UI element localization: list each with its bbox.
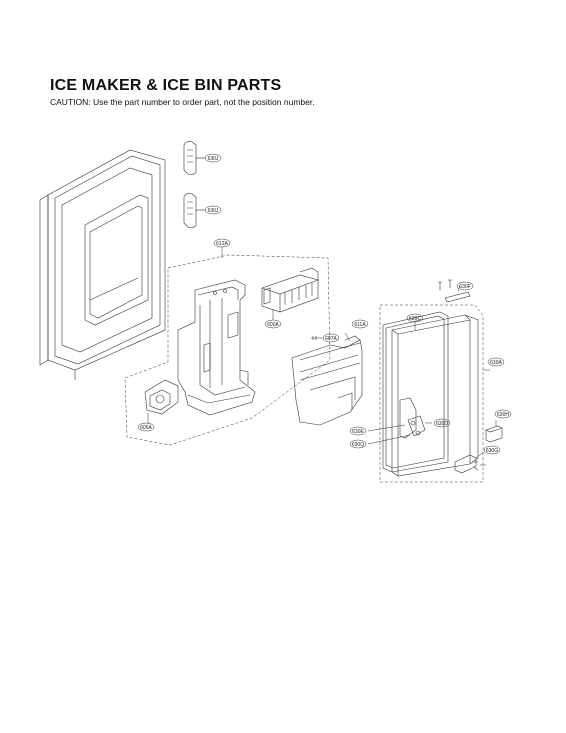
part-607A-screw: [311, 336, 323, 340]
callout-630Q: 630Q: [349, 439, 367, 449]
svg-text:630H: 630H: [497, 412, 509, 418]
callout-606A: 606A: [137, 422, 155, 432]
part-612A-housing: [177, 279, 256, 416]
part-606A: [144, 379, 179, 424]
part-630H: [485, 420, 503, 443]
callout-630A: 630A: [487, 357, 505, 367]
svg-text:630E: 630E: [352, 429, 364, 435]
svg-text:612A: 612A: [216, 241, 228, 247]
part-630A-door: [391, 314, 479, 477]
svg-text:600A: 600A: [267, 322, 279, 328]
part-630J-bottom: [183, 193, 205, 228]
svg-text:607A: 607A: [325, 336, 337, 342]
part-611A-ice-bin: [291, 332, 363, 426]
svg-text:630J: 630J: [208, 208, 219, 214]
callout-630J-top: 630J: [204, 153, 222, 163]
svg-text:606A: 606A: [140, 425, 152, 431]
svg-text:630A: 630A: [490, 360, 502, 366]
part-600A-ice-maker: [261, 267, 319, 320]
callout-630E: 630E: [349, 426, 367, 436]
callout-630C: 630C: [406, 313, 424, 323]
callout-600A: 600A: [264, 319, 282, 329]
svg-text:630C: 630C: [409, 316, 421, 322]
callout-630D: 630D: [433, 418, 451, 428]
callout-612A: 612A: [213, 238, 231, 248]
callout-611A: 611A: [351, 319, 369, 329]
part-630C-gasket: [382, 311, 449, 473]
svg-text:630D: 630D: [436, 421, 448, 427]
callout-630F: 630F: [456, 281, 474, 291]
group-outline-630: [379, 304, 484, 483]
svg-text:630G: 630G: [486, 448, 498, 454]
part-630G: [454, 451, 486, 474]
group-outline-612A: [124, 254, 331, 446]
callout-630H: 630H: [494, 409, 512, 419]
page-title: ICE MAKER & ICE BIN PARTS: [50, 77, 282, 94]
svg-text:630J: 630J: [208, 156, 219, 162]
callout-630G: 630G: [483, 445, 501, 455]
door-liner: [39, 149, 166, 380]
part-630F-bracket: [438, 279, 471, 303]
svg-text:630Q: 630Q: [352, 442, 364, 448]
svg-text:611A: 611A: [354, 322, 366, 328]
part-630J-top: [183, 141, 205, 175]
caution-note: CAUTION: Use the part number to order pa…: [50, 97, 315, 107]
callout-607A: 607A: [322, 333, 340, 343]
callout-630J-bottom: 630J: [204, 205, 222, 215]
svg-text:630F: 630F: [459, 284, 470, 290]
